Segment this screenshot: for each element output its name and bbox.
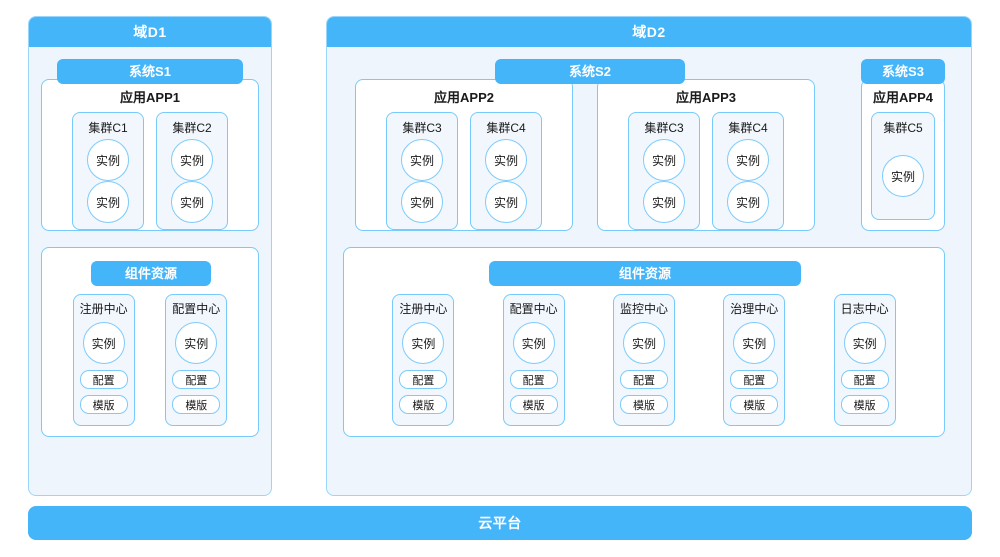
component-centers-row-d1: 注册中心 实例 配置 模版 配置中心 实例 配置 模版 [42, 294, 258, 426]
cluster-instances-c4: 实例 实例 [713, 136, 783, 229]
cluster-title-c4: 集群C4 [486, 121, 526, 135]
component-centers-row-d2: 注册中心 实例 配置 模版 配置中心 实例 配置 模版 监控中心 实例 [344, 294, 944, 426]
domain-header-d1: 域D1 [29, 17, 271, 47]
app-clusters-app1: 集群C1 实例 实例 集群C2 实例 实例 [42, 112, 258, 240]
template-tag[interactable]: 模版 [509, 395, 558, 414]
instance-node[interactable]: 实例 [727, 139, 769, 181]
cluster-box-c1[interactable]: 集群C1 实例 实例 [72, 112, 144, 230]
domain-body-d1: 系统S1 应用APP1 集群C1 实例 实例 集群C2 实例 [29, 47, 271, 495]
instance-node[interactable]: 实例 [87, 181, 129, 223]
template-tag[interactable]: 模版 [840, 395, 889, 414]
center-title: 治理中心 [730, 302, 779, 316]
app-box-app1[interactable]: 应用APP1 集群C1 实例 实例 集群C2 实例 实例 [41, 79, 259, 231]
app-title-app1: 应用APP1 [120, 90, 180, 105]
component-resources-d1[interactable]: 组件资源 注册中心 实例 配置 模版 配置中心 实例 配置 模版 [41, 247, 259, 437]
app-box-app4[interactable]: 应用APP4 集群C5 实例 [861, 79, 945, 231]
cluster-box-c3[interactable]: 集群C3 实例 实例 [386, 112, 458, 230]
cluster-title-c5: 集群C5 [883, 121, 923, 135]
config-tag[interactable]: 配置 [509, 370, 558, 389]
app-clusters-app2: 集群C3 实例 实例 集群C4 实例 实例 [356, 112, 572, 240]
instance-node[interactable]: 实例 [512, 322, 555, 364]
config-tag[interactable]: 配置 [840, 370, 889, 389]
instance-node[interactable]: 实例 [843, 322, 886, 364]
instance-node[interactable]: 实例 [727, 181, 769, 223]
center-box-log[interactable]: 日志中心 实例 配置 模版 [833, 294, 896, 426]
config-tag[interactable]: 配置 [399, 370, 448, 389]
template-tag[interactable]: 模版 [619, 395, 668, 414]
system-pill-s2[interactable]: 系统S2 [495, 59, 685, 84]
domain-body-d2: 系统S2 系统S3 应用APP2 集群C3 实例 实例 集群C4 [327, 47, 971, 495]
system-pill-s3[interactable]: 系统S3 [861, 59, 945, 84]
instance-node[interactable]: 实例 [485, 139, 527, 181]
instance-node[interactable]: 实例 [622, 322, 665, 364]
cluster-instances-c5: 实例 [872, 136, 934, 219]
cluster-title-c3: 集群C3 [402, 121, 442, 135]
center-title: 监控中心 [619, 302, 668, 316]
instance-node[interactable]: 实例 [171, 181, 213, 223]
domain-card-d1[interactable]: 域D1 系统S1 应用APP1 集群C1 实例 实例 集群C2 [28, 16, 272, 496]
template-tag[interactable]: 模版 [172, 395, 221, 414]
center-title: 配置中心 [509, 302, 558, 316]
template-tag[interactable]: 模版 [730, 395, 779, 414]
instance-node[interactable]: 实例 [402, 322, 445, 364]
instance-node[interactable]: 实例 [401, 139, 443, 181]
cluster-instances-c3: 实例 实例 [387, 136, 457, 229]
app-box-app2[interactable]: 应用APP2 集群C3 实例 实例 集群C4 实例 实例 [355, 79, 573, 231]
cluster-box-c4[interactable]: 集群C4 实例 实例 [712, 112, 784, 230]
instance-node[interactable]: 实例 [401, 181, 443, 223]
instance-node[interactable]: 实例 [82, 322, 125, 364]
cluster-title-c2: 集群C2 [172, 121, 212, 135]
center-title: 配置中心 [172, 302, 221, 316]
template-tag[interactable]: 模版 [399, 395, 448, 414]
app-clusters-app3: 集群C3 实例 实例 集群C4 实例 实例 [598, 112, 814, 240]
cluster-box-c4[interactable]: 集群C4 实例 实例 [470, 112, 542, 230]
config-tag[interactable]: 配置 [79, 370, 128, 389]
instance-node[interactable]: 实例 [733, 322, 776, 364]
cluster-title-c4: 集群C4 [728, 121, 768, 135]
instance-node[interactable]: 实例 [171, 139, 213, 181]
cloud-platform-bar[interactable]: 云平台 [28, 506, 972, 540]
app-title-app4: 应用APP4 [873, 90, 933, 105]
domain-card-d2[interactable]: 域D2 系统S2 系统S3 应用APP2 集群C3 实例 实例 集群C4 [326, 16, 972, 496]
cluster-title-c3: 集群C3 [644, 121, 684, 135]
app-clusters-app4: 集群C5 实例 [862, 112, 944, 230]
cluster-title-c1: 集群C1 [88, 121, 128, 135]
instance-node[interactable]: 实例 [175, 322, 218, 364]
instance-node[interactable]: 实例 [643, 139, 685, 181]
cluster-instances-c1: 实例 实例 [73, 136, 143, 229]
center-title: 注册中心 [399, 302, 448, 316]
config-tag[interactable]: 配置 [730, 370, 779, 389]
component-resources-title-d2[interactable]: 组件资源 [489, 261, 801, 286]
component-resources-title-d1[interactable]: 组件资源 [91, 261, 211, 286]
app-title-app2: 应用APP2 [434, 90, 494, 105]
app-title-app3: 应用APP3 [676, 90, 736, 105]
center-title: 注册中心 [79, 302, 128, 316]
instance-node[interactable]: 实例 [882, 155, 924, 197]
instance-node[interactable]: 实例 [485, 181, 527, 223]
center-title: 日志中心 [840, 302, 889, 316]
app-box-app3[interactable]: 应用APP3 集群C3 实例 实例 集群C4 实例 实例 [597, 79, 815, 231]
cluster-instances-c4: 实例 实例 [471, 136, 541, 229]
center-box-monitor[interactable]: 监控中心 实例 配置 模版 [612, 294, 675, 426]
instance-node[interactable]: 实例 [643, 181, 685, 223]
system-pill-s1[interactable]: 系统S1 [57, 59, 243, 84]
template-tag[interactable]: 模版 [79, 395, 128, 414]
instance-node[interactable]: 实例 [87, 139, 129, 181]
center-box-governance[interactable]: 治理中心 实例 配置 模版 [723, 294, 786, 426]
config-tag[interactable]: 配置 [172, 370, 221, 389]
cluster-box-c5[interactable]: 集群C5 实例 [871, 112, 935, 220]
component-resources-d2[interactable]: 组件资源 注册中心 实例 配置 模版 配置中心 实例 配置 模版 [343, 247, 945, 437]
config-tag[interactable]: 配置 [619, 370, 668, 389]
center-box-config[interactable]: 配置中心 实例 配置 模版 [502, 294, 565, 426]
cluster-box-c2[interactable]: 集群C2 实例 实例 [156, 112, 228, 230]
domain-header-d2: 域D2 [327, 17, 971, 47]
center-box-registry[interactable]: 注册中心 实例 配置 模版 [392, 294, 455, 426]
center-box-config[interactable]: 配置中心 实例 配置 模版 [165, 294, 228, 426]
cluster-box-c3[interactable]: 集群C3 实例 实例 [628, 112, 700, 230]
cluster-instances-c3: 实例 实例 [629, 136, 699, 229]
center-box-registry[interactable]: 注册中心 实例 配置 模版 [72, 294, 135, 426]
cluster-instances-c2: 实例 实例 [157, 136, 227, 229]
